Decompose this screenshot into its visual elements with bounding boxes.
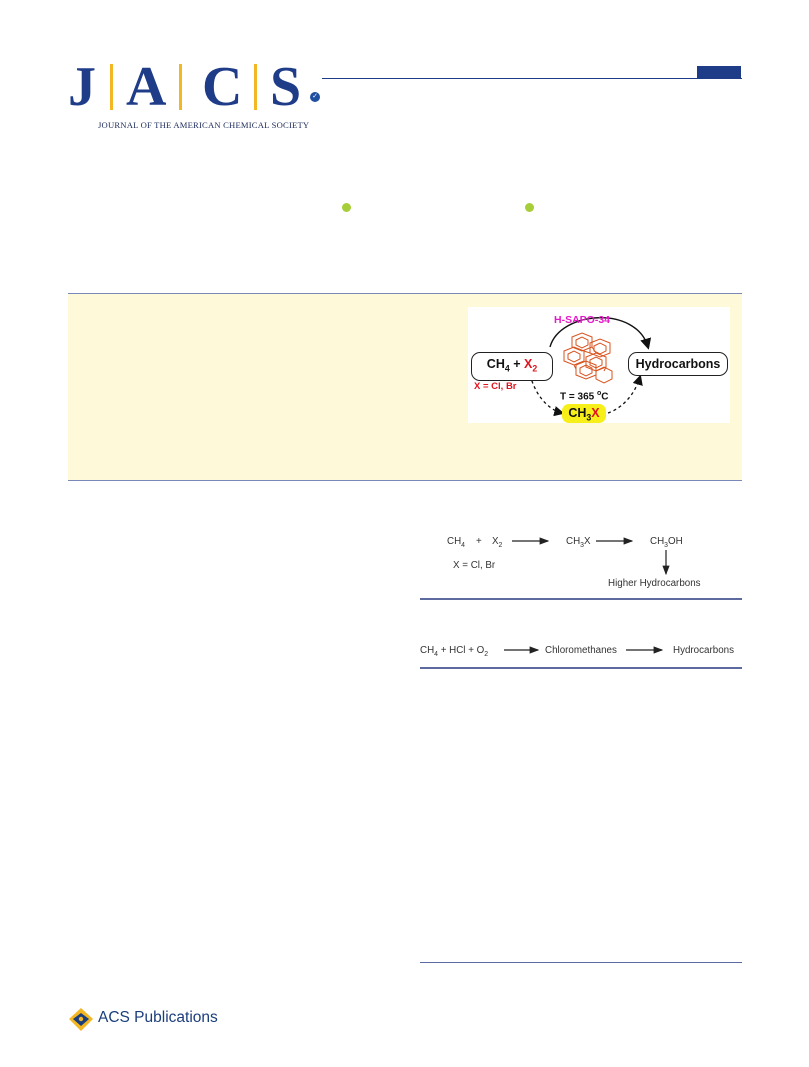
scheme1-int-ch: CH (566, 536, 581, 547)
journal-subtitle: JOURNAL OF THE AMERICAN CHEMICAL SOCIETY (98, 120, 310, 130)
logo-divider (110, 64, 113, 110)
toc-dashed-arrow-right (607, 374, 643, 414)
reactant-box: CH4 + X2 (471, 352, 553, 381)
scheme1-reactant-a: CH4 (447, 536, 465, 549)
scheme1-x: X (492, 536, 499, 547)
scheme2-rule (420, 667, 742, 669)
intermediate-sub: 3 (586, 412, 592, 423)
check-badge-icon: ✓ (310, 92, 320, 102)
column-footnote-rule (420, 962, 742, 963)
scheme1-arrows (512, 537, 670, 576)
scheme2-arrows (504, 646, 664, 654)
scheme1-rule (420, 598, 742, 600)
intermediate-ch: CH (568, 406, 587, 420)
scheme1-product: CH3OH (650, 536, 683, 549)
zeolite-cage-icon (563, 332, 613, 384)
toc-top-arrow (549, 317, 652, 350)
orcid-icon[interactable] (342, 203, 351, 212)
scheme2-product: Hydrocarbons (673, 645, 734, 656)
logo-divider (179, 64, 182, 110)
acs-logo-icon (69, 1008, 93, 1031)
scheme1-ch: CH (447, 536, 462, 547)
scheme2-ch: CH (420, 645, 435, 656)
header-block (697, 66, 741, 79)
scheme2-o-sub: 2 (484, 650, 489, 658)
toc-graphic: H-SAPO-34 CH4 + X2 X = Cl, Br Hydrocarbo… (468, 307, 730, 423)
scheme2-hcl-o: + HCl + O (437, 645, 485, 656)
scheme1-final-product: Higher Hydrocarbons (608, 578, 701, 589)
journal-logo: J A C S ✓ JOURNAL OF THE AMERICAN CHEMIC… (68, 52, 328, 132)
product-box: Hydrocarbons (628, 352, 728, 376)
scheme1-prod-ch: CH (650, 536, 665, 547)
logo-letter-a: A (126, 56, 167, 118)
scheme1-int-x: X (583, 536, 591, 547)
reactant-x: X (523, 357, 533, 371)
logo-letter-j: J (68, 56, 96, 118)
temperature-label: T = 365 oC (560, 390, 608, 402)
catalyst-label: H-SAPO-34 (554, 314, 611, 326)
logo-letter-s: S (270, 56, 302, 118)
reactant-x-sub: 2 (532, 363, 538, 374)
temperature-prefix: T = 365 (560, 391, 597, 403)
scheme1-int-sub: 3 (580, 541, 584, 549)
reactant-plus: + (509, 357, 524, 371)
header-rule (322, 78, 742, 79)
scheme1-ch-sub: 4 (461, 541, 465, 549)
scheme1-plus: + (476, 536, 482, 547)
publisher-name: ACS Publications (98, 1009, 218, 1026)
scheme1-prod-sub: 3 (664, 541, 668, 549)
orcid-icon[interactable] (525, 203, 534, 212)
toc-dashed-arrow-left (529, 374, 565, 417)
acs-publications-logo[interactable]: ACS Publications (68, 1007, 218, 1033)
reactant-ch: CH (486, 357, 505, 371)
temperature-unit: C (601, 391, 609, 403)
scheme1-x-sub: 2 (498, 541, 503, 549)
scheme2-ch-sub: 4 (434, 650, 438, 658)
intermediate-x: X (591, 406, 600, 420)
scheme1-x-definition: X = Cl, Br (453, 560, 496, 571)
scheme2-reactants: CH4 + HCl + O2 (420, 645, 488, 658)
intermediate-highlight: CH3X (562, 404, 606, 423)
toc-arrows (529, 317, 652, 417)
scheme1-intermediate: CH3X (566, 536, 591, 549)
scheme1-prod-oh: OH (667, 536, 683, 547)
scheme2-intermediate: Chloromethanes (545, 645, 617, 656)
x-definition: X = Cl, Br (474, 381, 517, 392)
reactant-sub: 4 (504, 363, 510, 374)
logo-divider (254, 64, 257, 110)
scheme1-reactant-b: X2 (492, 536, 502, 549)
logo-letter-c: C (202, 56, 243, 118)
temperature-degree: o (596, 390, 602, 397)
